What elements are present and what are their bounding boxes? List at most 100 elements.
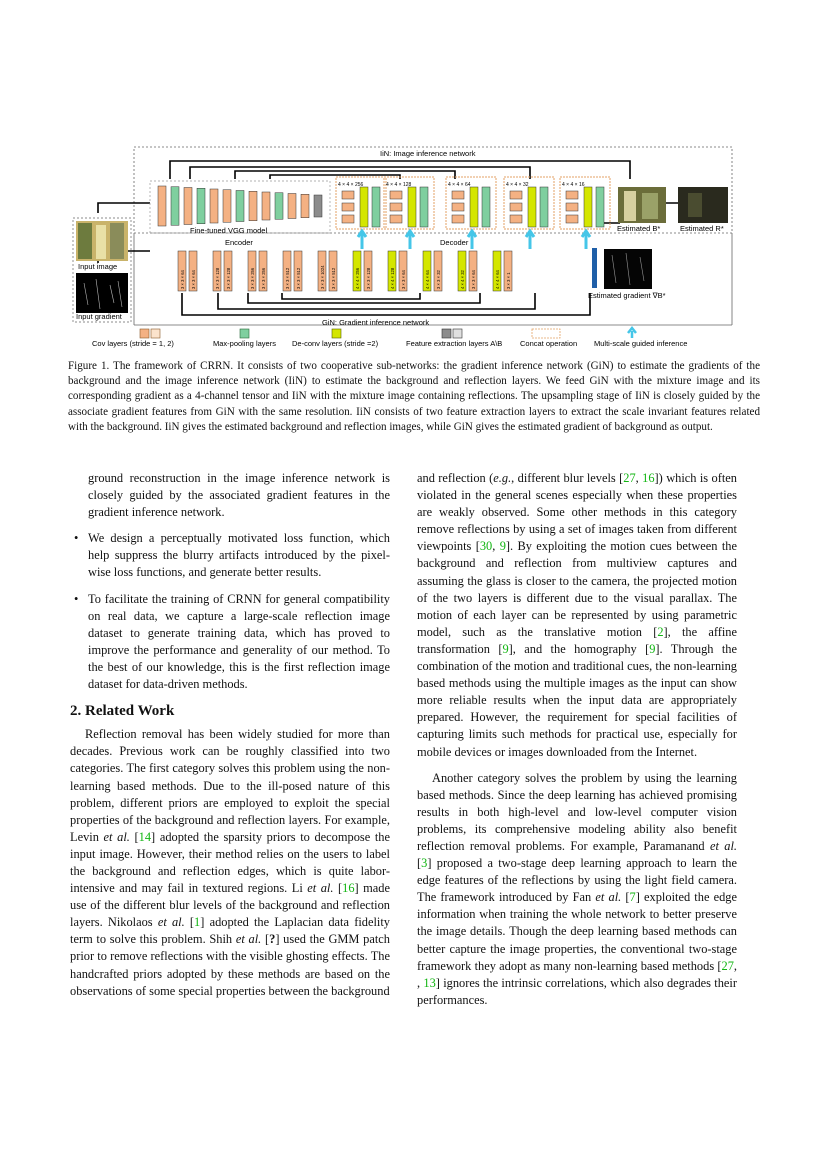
encoder-label: Encoder — [225, 238, 253, 247]
iin-block-label: 4 × 4 × 64 — [448, 182, 471, 188]
citation-link[interactable]: 27 — [721, 958, 734, 973]
gin-layer — [317, 250, 327, 292]
related-work-paragraph: Reflection removal has been widely studi… — [70, 727, 391, 998]
iin-conv-unit — [509, 202, 523, 212]
gin-layer-label: 3 × 3 × 64 — [180, 269, 185, 289]
gin-layer-label: 4 × 4 × 64 — [495, 269, 500, 289]
gin-layer — [433, 250, 443, 292]
gin-layer-label: 3 × 3 × 64 — [471, 269, 476, 289]
gin-layer — [468, 250, 478, 292]
iin-cov-layer — [183, 187, 193, 225]
iin-cov-layer — [209, 188, 219, 224]
gin-label: GiN: Gradient inference network — [322, 318, 429, 327]
estimated-r-label: Estimated R* — [680, 224, 724, 233]
iin-feature-layer — [481, 186, 491, 228]
iin-maxpool-layer — [170, 186, 180, 226]
iin-deconv-layer — [469, 186, 479, 228]
citation-link[interactable]: 16 — [342, 881, 355, 896]
gin-layer-label: 4 × 4 × 64 — [425, 269, 430, 289]
gin-layer — [293, 250, 303, 292]
framework-diagram: IiN: Image inference network GiN: Gradie… — [72, 146, 733, 348]
iin-maxpool-layer — [196, 188, 206, 224]
concat-block — [445, 176, 497, 230]
legend-feature: Feature extraction layers A\B — [406, 339, 502, 348]
decoder-label: Decoder — [440, 238, 469, 247]
right-paragraph-2: Another category solves the problem by u… — [417, 770, 737, 1007]
gin-layer — [457, 250, 467, 292]
gin-layer-label: 3 × 3 × 128 — [226, 267, 231, 289]
iin-block-label: 4 × 4 × 32 — [506, 182, 529, 188]
iin-conv-unit — [565, 214, 579, 224]
citation-link[interactable]: 2 — [657, 624, 664, 639]
gin-layer — [363, 250, 373, 292]
gin-layer — [352, 250, 362, 292]
iin-conv-unit — [389, 214, 403, 224]
gin-layer-label: 3 × 3 × 1 — [506, 272, 511, 289]
iin-cov-layer — [222, 189, 232, 223]
citation-link[interactable]: 7 — [629, 890, 636, 905]
multiscale-arrow — [466, 228, 478, 249]
left-column: ground reconstruction in the image infer… — [70, 470, 390, 1000]
citation-link[interactable]: 9 — [502, 641, 509, 656]
estimated-b-label: Estimated B* — [617, 224, 660, 233]
iin-feature-layer — [313, 194, 323, 218]
iin-conv-unit — [565, 202, 579, 212]
estimated-gradient-label: Estimated gradient ∇B* — [588, 291, 666, 300]
iin-cov-layer — [300, 194, 310, 218]
gin-layer-label: 3 × 3 × 32 — [436, 269, 441, 289]
framework-figure: IiN: Image inference network GiN: Gradie… — [70, 143, 760, 355]
iin-cov-layer — [287, 193, 297, 219]
gin-layer-label: 4 × 4 × 32 — [460, 269, 465, 289]
gin-layer-label: 3 × 3 × 64 — [401, 269, 406, 289]
gin-frame — [133, 232, 733, 326]
citation-link[interactable]: 30 — [479, 539, 493, 554]
iin-skip-arrows — [97, 160, 690, 263]
iin-label: IiN: Image inference network — [380, 149, 476, 158]
gradient-output-bar — [592, 248, 597, 288]
citation-link[interactable]: 9 — [499, 539, 506, 554]
iin-conv-unit — [389, 202, 403, 212]
multiscale-arrow — [356, 228, 368, 249]
iin-deconv-layer — [359, 186, 369, 228]
gin-layer-label: 3 × 3 × 256 — [261, 267, 266, 289]
multiscale-arrow — [580, 228, 592, 249]
citation-link[interactable]: 1 — [194, 915, 201, 930]
input-image-label: Input image — [78, 262, 117, 271]
iin-cov-layer — [157, 185, 167, 227]
iin-maxpool-layer — [235, 190, 245, 222]
gin-layer — [492, 250, 502, 292]
vgg-box — [149, 180, 331, 234]
concat-block — [503, 176, 555, 230]
iin-cov-layer — [248, 191, 258, 221]
legend-cov: Cov layers (stride = 1, 2) — [92, 339, 174, 348]
gin-layer — [223, 250, 233, 292]
citation-link[interactable]: 16 — [642, 471, 655, 485]
section-heading-related-work: 2. Related Work — [70, 703, 175, 720]
right-column: and reflection (e.g., different blur lev… — [417, 470, 737, 1009]
citation-link[interactable]: 3 — [421, 856, 428, 871]
iin-feature-layer — [419, 186, 429, 228]
gin-layer — [503, 250, 513, 292]
bullet-dataset: •To facilitate the training of CRNN for … — [74, 591, 390, 692]
citation-link[interactable]: 14 — [138, 829, 152, 844]
figure-caption: Figure 1. The framework of CRRN. It cons… — [68, 360, 760, 433]
gin-layer — [282, 250, 292, 292]
gin-layer-label: 4 × 4 × 256 — [355, 267, 360, 289]
legend-deconv: De-conv layers (stride =2) — [292, 339, 379, 348]
legend-maxpool: Max-pooling layers — [213, 339, 276, 348]
citation-missing: ? — [269, 932, 276, 947]
gin-layer-label: 4 × 4 × 128 — [390, 267, 395, 289]
estimated-r-thumbnail — [678, 187, 728, 223]
gin-layer-label: 3 × 3 × 64 — [191, 269, 196, 289]
iin-feature-layer — [595, 186, 605, 228]
gin-layer — [328, 250, 338, 292]
iin-conv-unit — [341, 190, 355, 200]
iin-conv-unit — [565, 190, 579, 200]
gin-layer-label: 3 × 3 × 512 — [331, 267, 336, 289]
citation-link[interactable]: 27 — [623, 471, 636, 485]
gin-layers: 3 × 3 × 64 3 × 3 × 64 3 × 3 × 128 3 × 3 × 1… — [177, 250, 513, 292]
citation-link[interactable]: 9 — [649, 641, 656, 656]
concat-block — [335, 176, 387, 230]
citation-link[interactable]: 13 — [423, 975, 436, 990]
gin-layer-label: 3 × 3 × 1024 — [320, 265, 325, 289]
